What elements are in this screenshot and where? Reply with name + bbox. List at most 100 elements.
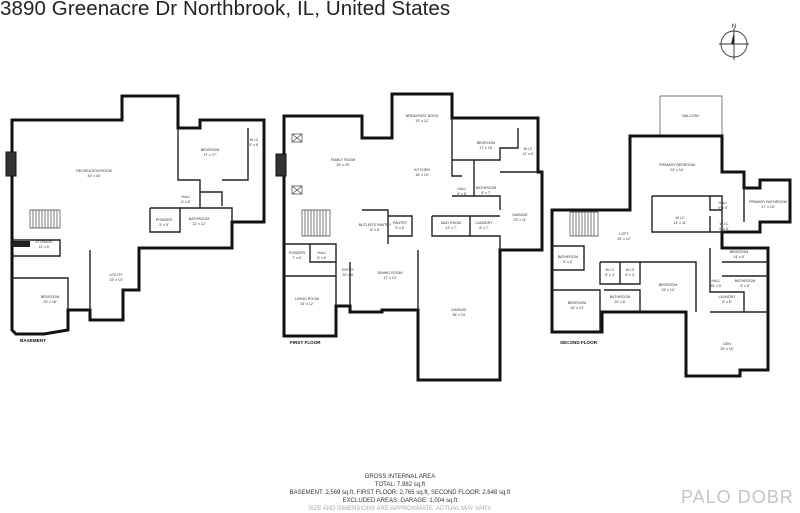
room-label: MUD ROOM [441,221,461,225]
room-label: 7' x 6' [292,256,301,260]
room-label: W.I.C [250,138,259,142]
area-summary: GROSS INTERNAL AREA TOTAL: 7,982 sq.ft B… [250,473,550,513]
room-label: 20' x 19' [720,347,733,351]
room-label: ENTRY [342,268,355,272]
room-label: 16' x 13' [570,306,583,310]
room-label: 6' x 5' [317,256,326,260]
room-label: 9' x 6' [740,284,749,288]
second-floor-label: SECOND FLOOR [560,340,598,345]
room-label: 17' x 15' [761,205,774,209]
room-label: BEDROOM [41,295,60,299]
room-label: 17' x 15' [479,146,492,150]
summary-breakdown: BASEMENT: 2,569 sq.ft, FIRST FLOOR: 2,76… [289,490,511,496]
room-label: HALL [318,251,327,255]
summary-excluded: EXCLUDED AREAS: GARAGE: 1,004 sq.ft [342,498,458,504]
room-label: 5' x 5' [159,223,168,227]
room-label: 8' x 6' [722,300,731,304]
second-floor-plan: BALCONY PRIMARY BEDROOM 24' x 16' PRIMAR… [550,95,792,378]
room-label: 17' x 17' [203,153,216,157]
summary-heading: GROSS INTERNAL AREA [364,474,436,480]
room-label: PRIMARY BATHROOM [749,200,787,204]
room-label: 6' x 4' [625,273,634,277]
room-label: BREAKFAST NOOK [406,114,439,118]
room-label: 9' x 6' [395,226,404,230]
room-label: 12' x 12' [192,222,205,226]
room-label: HALL [182,195,191,199]
room-label: LAUNDRY [475,221,493,225]
room-label: BEDROOM [477,141,496,145]
room-label: BEDROOM [568,301,587,305]
room-label: BATHROOM [558,255,579,259]
room-label: UTILITY [109,273,123,277]
room-label: 8' x 6' [457,192,466,196]
room-label: 15' x 12' [415,119,428,123]
compass-icon: N [719,24,749,60]
room-label: 6' x 5' [719,227,728,231]
room-label: 10' x 6' [614,300,625,304]
brand-logo: PALO DOBR [681,487,794,507]
room-label: DEN [723,342,731,346]
room-label: 16' x 15' [415,173,428,177]
room-label: W.I.C [720,222,729,226]
room-label: 15' x 13' [109,278,122,282]
room-label: STORAGE [35,240,53,244]
room-label: POWDER [156,218,173,222]
page-title: 3890 Greenacre Dr Northbrook, IL, United… [0,0,451,20]
room-label: W.I.C [606,268,615,272]
compass-label: N [732,24,736,30]
room-label: W.I.C [626,268,635,272]
room-label: BUTLER'S PANTRY [359,223,392,227]
room-label: 8' x 6' [563,260,572,264]
room-label: 9' x 5' [718,206,727,210]
room-label: HALL [712,279,721,283]
room-label: BEDROOM [201,148,220,152]
room-label: 6' x 5' [181,200,190,204]
room-label: 6' x 4' [605,273,614,277]
summary-total: TOTAL: 7,982 sq.ft [374,482,426,488]
room-label: 13' x 7' [445,226,456,230]
room-label: 25' x 29' [336,163,349,167]
room-label: KITCHEN [414,168,430,172]
room-label: 43' x 40' [87,174,100,178]
room-label: LOFT [619,232,629,236]
room-label: 12' x 6' [38,245,49,249]
room-label: GARAGE [512,213,528,217]
basement-label: BASEMENT [20,338,46,343]
room-label: BEDROOM [659,283,678,287]
room-label: PRIMARY BEDROOM [659,163,695,167]
room-label: 20' x 18' [43,300,56,304]
room-label: BEDROOM [730,250,749,254]
room-label: 15' x 12' [617,237,630,241]
room-label: 22' x 11' [514,218,527,222]
room-label: BATHROOM [735,279,756,283]
room-label: W.I.C [676,216,685,220]
room-label: RECREATION ROOM [76,169,111,173]
room-label: 20' x 8' [342,273,353,277]
basement-plan: RECREATION ROOM 43' x 40' BEDROOM 17' x … [5,94,266,343]
room-label: 17' x 13' [383,276,396,280]
room-label: 36' x 24' [452,313,465,317]
room-label: 8' x 6' [370,228,379,232]
room-label: 12' x 6' [522,152,533,156]
first-floor-plan: BREAKFAST NOOK 15' x 12' FAMILY ROOM 25'… [275,92,544,382]
room-label: W.I.C [524,147,533,151]
room-label: 24' x 16' [670,168,683,172]
room-label: LAUNDRY [718,295,736,299]
room-label: HALL [458,187,467,191]
room-label: 15' x 14' [661,288,674,292]
room-label: BATHROOM [189,217,210,221]
room-label: 18' x 12' [300,302,313,306]
room-label: 16' x 5' [710,284,721,288]
room-label: 14' x 8' [733,255,744,259]
first-floor-label: FIRST FLOOR [290,340,321,345]
room-label: BATHROOM [476,186,497,190]
room-label: LIVING ROOM [295,297,319,301]
room-label: 14' x 11' [674,221,687,225]
room-label: PANTRY [393,221,408,225]
room-label: 5' x 6' [249,143,258,147]
room-label: FAMILY ROOM [331,158,356,162]
room-label: HALL [719,201,728,205]
room-label: 8' x 7' [481,191,490,195]
room-label: DINING ROOM [378,271,403,275]
